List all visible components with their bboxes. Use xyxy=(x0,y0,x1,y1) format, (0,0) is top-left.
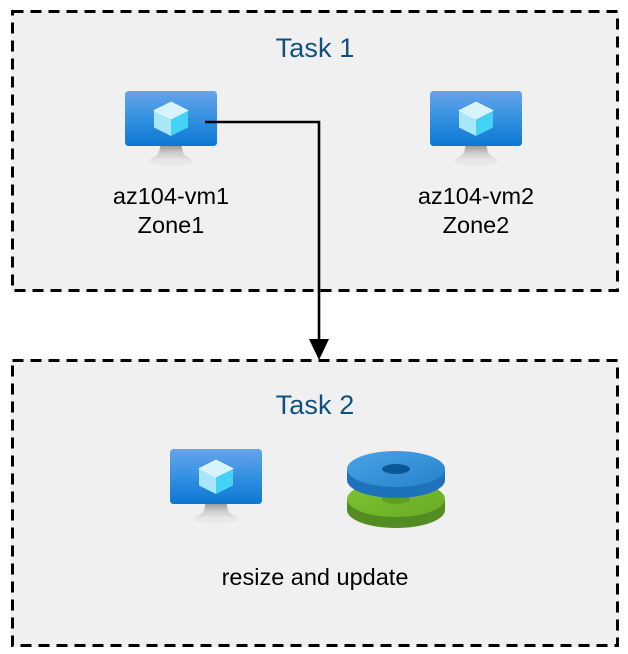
vm1-label-line-1: az104-vm1 xyxy=(112,183,230,209)
virtual-machine-icon[interactable] xyxy=(166,446,266,528)
task2-title: Task 2 xyxy=(275,390,355,420)
vm2-label-line-1: az104-vm2 xyxy=(417,183,535,209)
managed-disks-icon[interactable] xyxy=(341,443,451,533)
virtual-machine-icon xyxy=(426,88,526,170)
node-label-az104-vm1: az104-vm1 Zone1 xyxy=(56,182,286,240)
vm2-label-line-2: Zone2 xyxy=(442,212,510,238)
task2-icon-row xyxy=(151,443,481,538)
virtual-machine-icon xyxy=(121,88,221,170)
task2-caption: resize and update xyxy=(221,564,409,590)
node-az104-vm1[interactable]: az104-vm1 Zone1 xyxy=(56,88,286,240)
node-label-az104-vm2: az104-vm2 Zone2 xyxy=(361,182,591,240)
node-az104-vm2[interactable]: az104-vm2 Zone2 xyxy=(361,88,591,240)
vm1-label-line-2: Zone1 xyxy=(137,212,205,238)
task-panel-task1: Task 1 xyxy=(11,10,619,292)
task-panel-task2: Task 2 xyxy=(11,359,619,647)
task1-title: Task 1 xyxy=(275,33,355,63)
connector-arrowhead-icon xyxy=(309,339,329,360)
